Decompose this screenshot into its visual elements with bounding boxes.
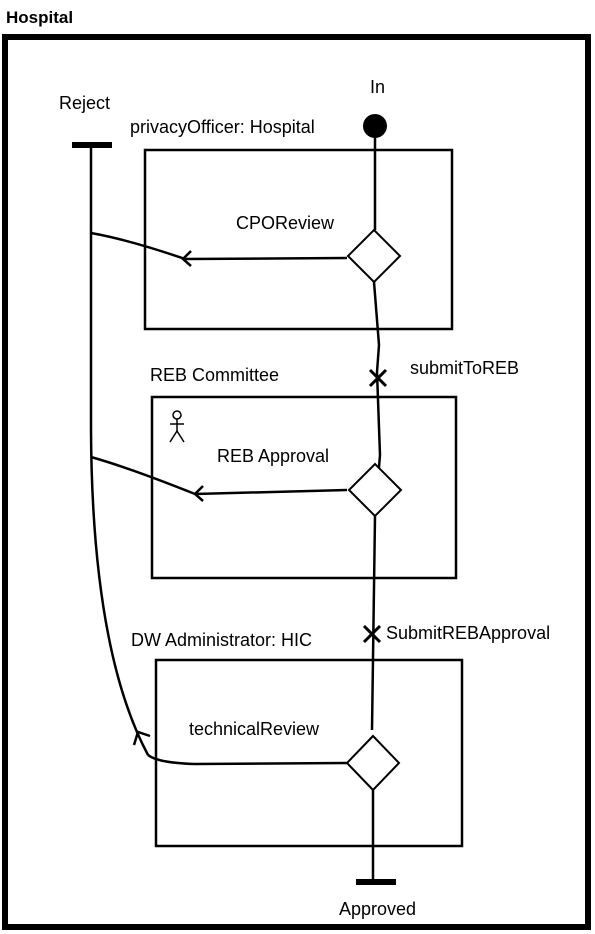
- dw-administrator-component: [154, 658, 464, 848]
- approved-label: Approved: [339, 899, 416, 919]
- actor-icon: [169, 410, 185, 443]
- arrow-icon: [132, 730, 151, 746]
- role-reb-committee: REB Committee: [150, 365, 279, 385]
- hospital-component: [2, 34, 591, 930]
- or-fork-icon: [347, 462, 403, 518]
- reject-label: Reject: [59, 93, 110, 113]
- handoff-submit-to-reb: submitToREB: [410, 358, 519, 378]
- arrow-icon: [193, 485, 204, 502]
- role-privacy-officer: privacyOfficer: Hospital: [130, 117, 315, 137]
- start-point-icon: [363, 114, 387, 138]
- responsibility-technical-review: technicalReview: [189, 719, 320, 739]
- diagram-title: Hospital: [6, 8, 74, 27]
- start-label: In: [370, 77, 385, 97]
- timeout-x-icon: [368, 368, 388, 388]
- reb-committee-component: [150, 395, 458, 580]
- privacy-officer-component: [143, 148, 454, 331]
- responsibility-cpo-review: CPOReview: [236, 213, 335, 233]
- or-fork-icon: [345, 734, 401, 792]
- or-fork-icon: [346, 228, 402, 284]
- timeout-x-icon: [362, 624, 382, 644]
- reject-path: [89, 145, 150, 756]
- reb-reject-branch: [90, 455, 348, 496]
- responsibility-reb-approval: REB Approval: [217, 446, 329, 466]
- main-path: [370, 126, 382, 880]
- tech-reject-branch: [147, 753, 349, 766]
- cpo-reject-branch: [90, 231, 348, 261]
- role-dw-administrator: DW Administrator: HIC: [131, 630, 312, 650]
- handoff-submit-reb-approval: SubmitREBApproval: [386, 623, 550, 643]
- arrow-icon: [181, 250, 192, 267]
